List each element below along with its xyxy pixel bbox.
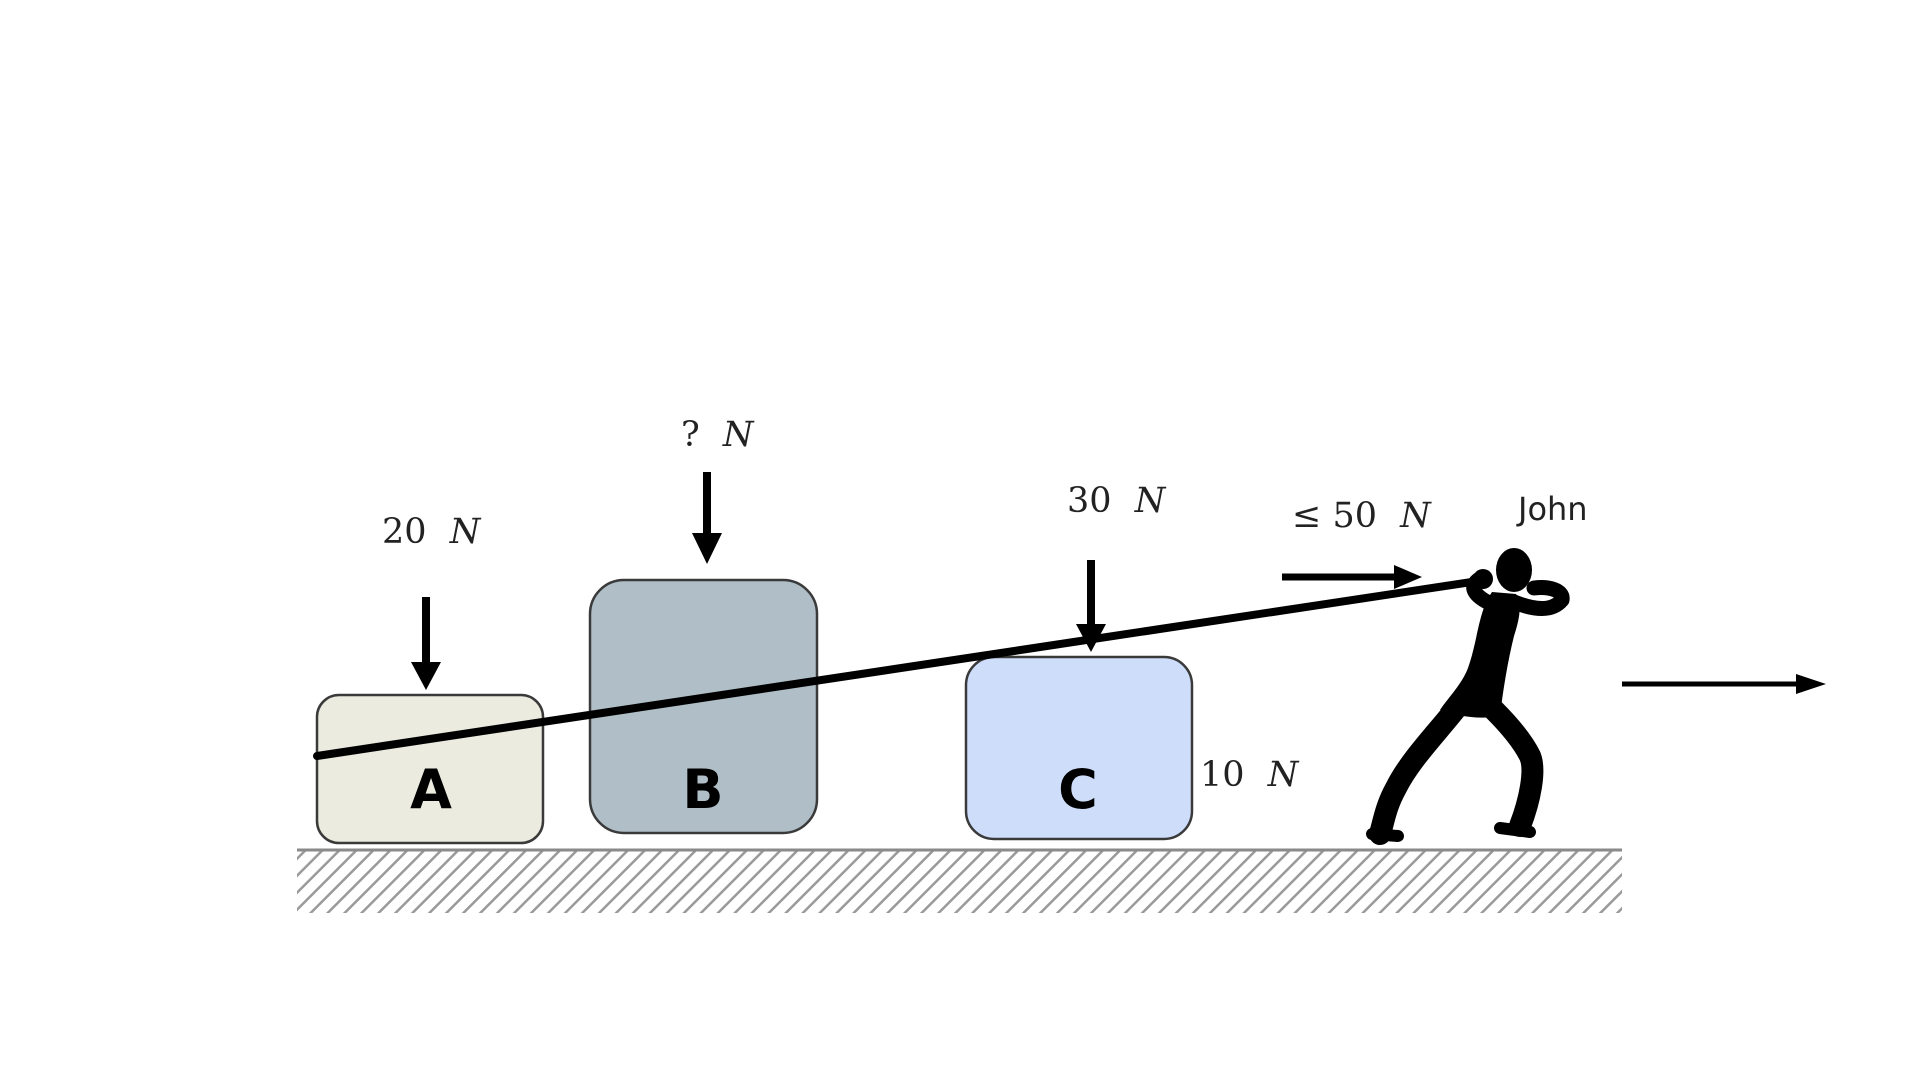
person-leg-back — [1369, 695, 1469, 845]
block-a: A — [315, 693, 545, 845]
person-foot-front — [1494, 822, 1536, 838]
person-arm-front — [1506, 580, 1570, 616]
rope — [313, 576, 1489, 760]
force-arrow-a-head — [411, 662, 441, 690]
force-label-a: 20 N — [382, 512, 482, 552]
tension-unit: N — [1399, 496, 1432, 536]
motion-arrow-head — [1796, 674, 1826, 694]
person-foot-back — [1366, 828, 1404, 842]
block-c-body — [964, 655, 1194, 841]
force-label-b: ? N — [681, 415, 755, 455]
tension-arrow-head — [1394, 565, 1422, 589]
force-arrow-c — [1076, 560, 1106, 652]
force-arrow-b — [692, 472, 722, 564]
person-leg-front — [1483, 699, 1544, 837]
force-label-c-side: 10 N — [1200, 755, 1300, 795]
force-c-side-unit: N — [1267, 755, 1300, 795]
force-arrow-a — [411, 597, 441, 690]
force-a-value: 20 — [382, 512, 427, 552]
block-a-label: A — [410, 758, 452, 821]
block-b-label: B — [682, 758, 723, 821]
force-c-unit: N — [1134, 481, 1167, 521]
person-head — [1496, 548, 1532, 592]
block-b: B — [588, 578, 819, 835]
person-pulling-icon — [1366, 548, 1570, 845]
motion-direction-arrow — [1622, 674, 1826, 694]
force-a-unit: N — [449, 512, 482, 552]
force-c-value: 30 — [1067, 481, 1112, 521]
force-c-side-value: 10 — [1200, 755, 1245, 795]
force-b-value: ? — [681, 415, 700, 455]
person-name-label: John — [1516, 490, 1588, 528]
force-arrow-b-head — [692, 533, 722, 564]
block-b-body — [588, 578, 819, 835]
block-c: C — [964, 655, 1194, 841]
force-b-unit: N — [722, 415, 755, 455]
ground-hatching — [297, 850, 1622, 913]
person-torso — [1440, 592, 1520, 718]
block-c-label: C — [1058, 758, 1098, 821]
force-arrow-c-head — [1076, 624, 1106, 652]
tension-arrow — [1282, 565, 1422, 589]
force-label-tension: ≤ 50 N — [1292, 496, 1432, 536]
force-label-c: 30 N — [1067, 481, 1167, 521]
person-hand — [1473, 569, 1493, 589]
tension-value: ≤ 50 — [1292, 496, 1377, 536]
ground — [297, 848, 1622, 913]
